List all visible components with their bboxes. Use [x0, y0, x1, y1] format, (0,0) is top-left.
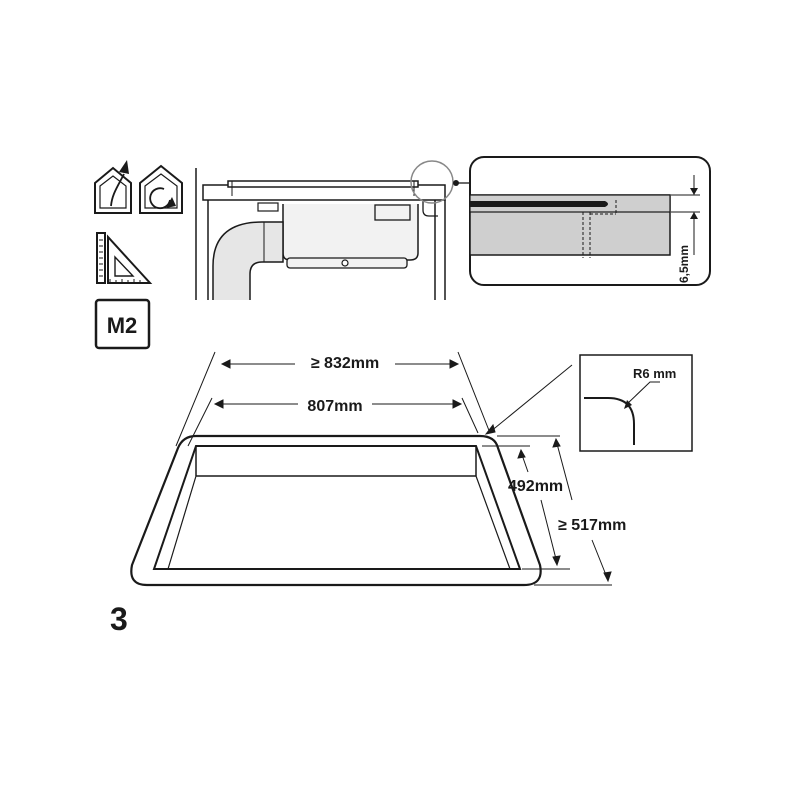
rebate-detail: 6,5mm: [469, 156, 711, 286]
outer-depth-label: ≥ 517mm: [558, 517, 626, 534]
corner-radius-detail: R6 mm: [579, 354, 693, 452]
m2-badge: M2: [94, 298, 151, 350]
outer-width-label: ≥ 832mm: [311, 355, 379, 372]
house-arrow-up-icon: [94, 160, 132, 214]
set-square-ruler-icon: [96, 232, 153, 284]
house-rotate-icon: [139, 164, 183, 214]
inner-depth-label: 492mm: [508, 478, 563, 495]
inner-width-label: 807mm: [307, 398, 362, 415]
cutout-plan: [130, 351, 612, 587]
corner-radius-label: R6 mm: [633, 366, 676, 381]
section-view: [195, 160, 470, 300]
rebate-depth-label: 6,5mm: [677, 245, 691, 283]
m2-badge-label: M2: [107, 313, 138, 338]
step-number: 3: [110, 601, 128, 637]
